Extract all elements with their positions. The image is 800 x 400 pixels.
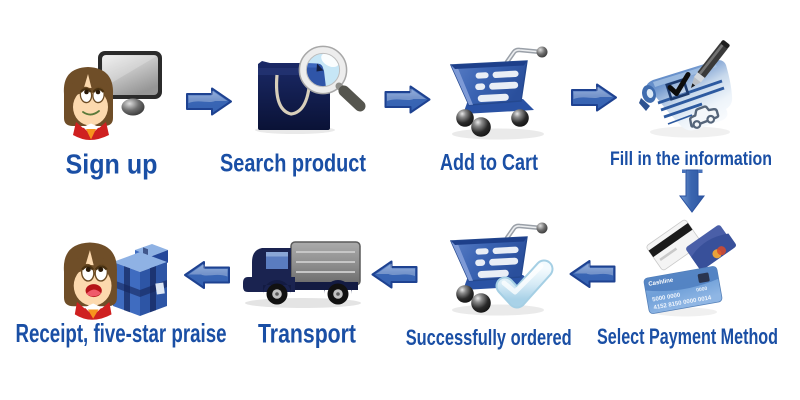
svg-text:Successfully ordered: Successfully ordered [406,325,572,350]
svg-text:Transport: Transport [258,319,356,349]
svg-text:Select Payment Method: Select Payment Method [597,324,778,349]
svg-text:Cashline: Cashline [648,277,674,287]
svg-text:0000: 0000 [696,286,708,294]
svg-text:5000 0000: 5000 0000 [652,292,682,303]
svg-text:Receipt, five-star praise: Receipt, five-star praise [16,318,227,348]
svg-text:Fill in the information: Fill in the information [610,149,772,170]
svg-text:Add to Cart: Add to Cart [440,149,538,175]
svg-text:Search product: Search product [220,150,367,178]
svg-text:Sign up: Sign up [66,149,158,180]
